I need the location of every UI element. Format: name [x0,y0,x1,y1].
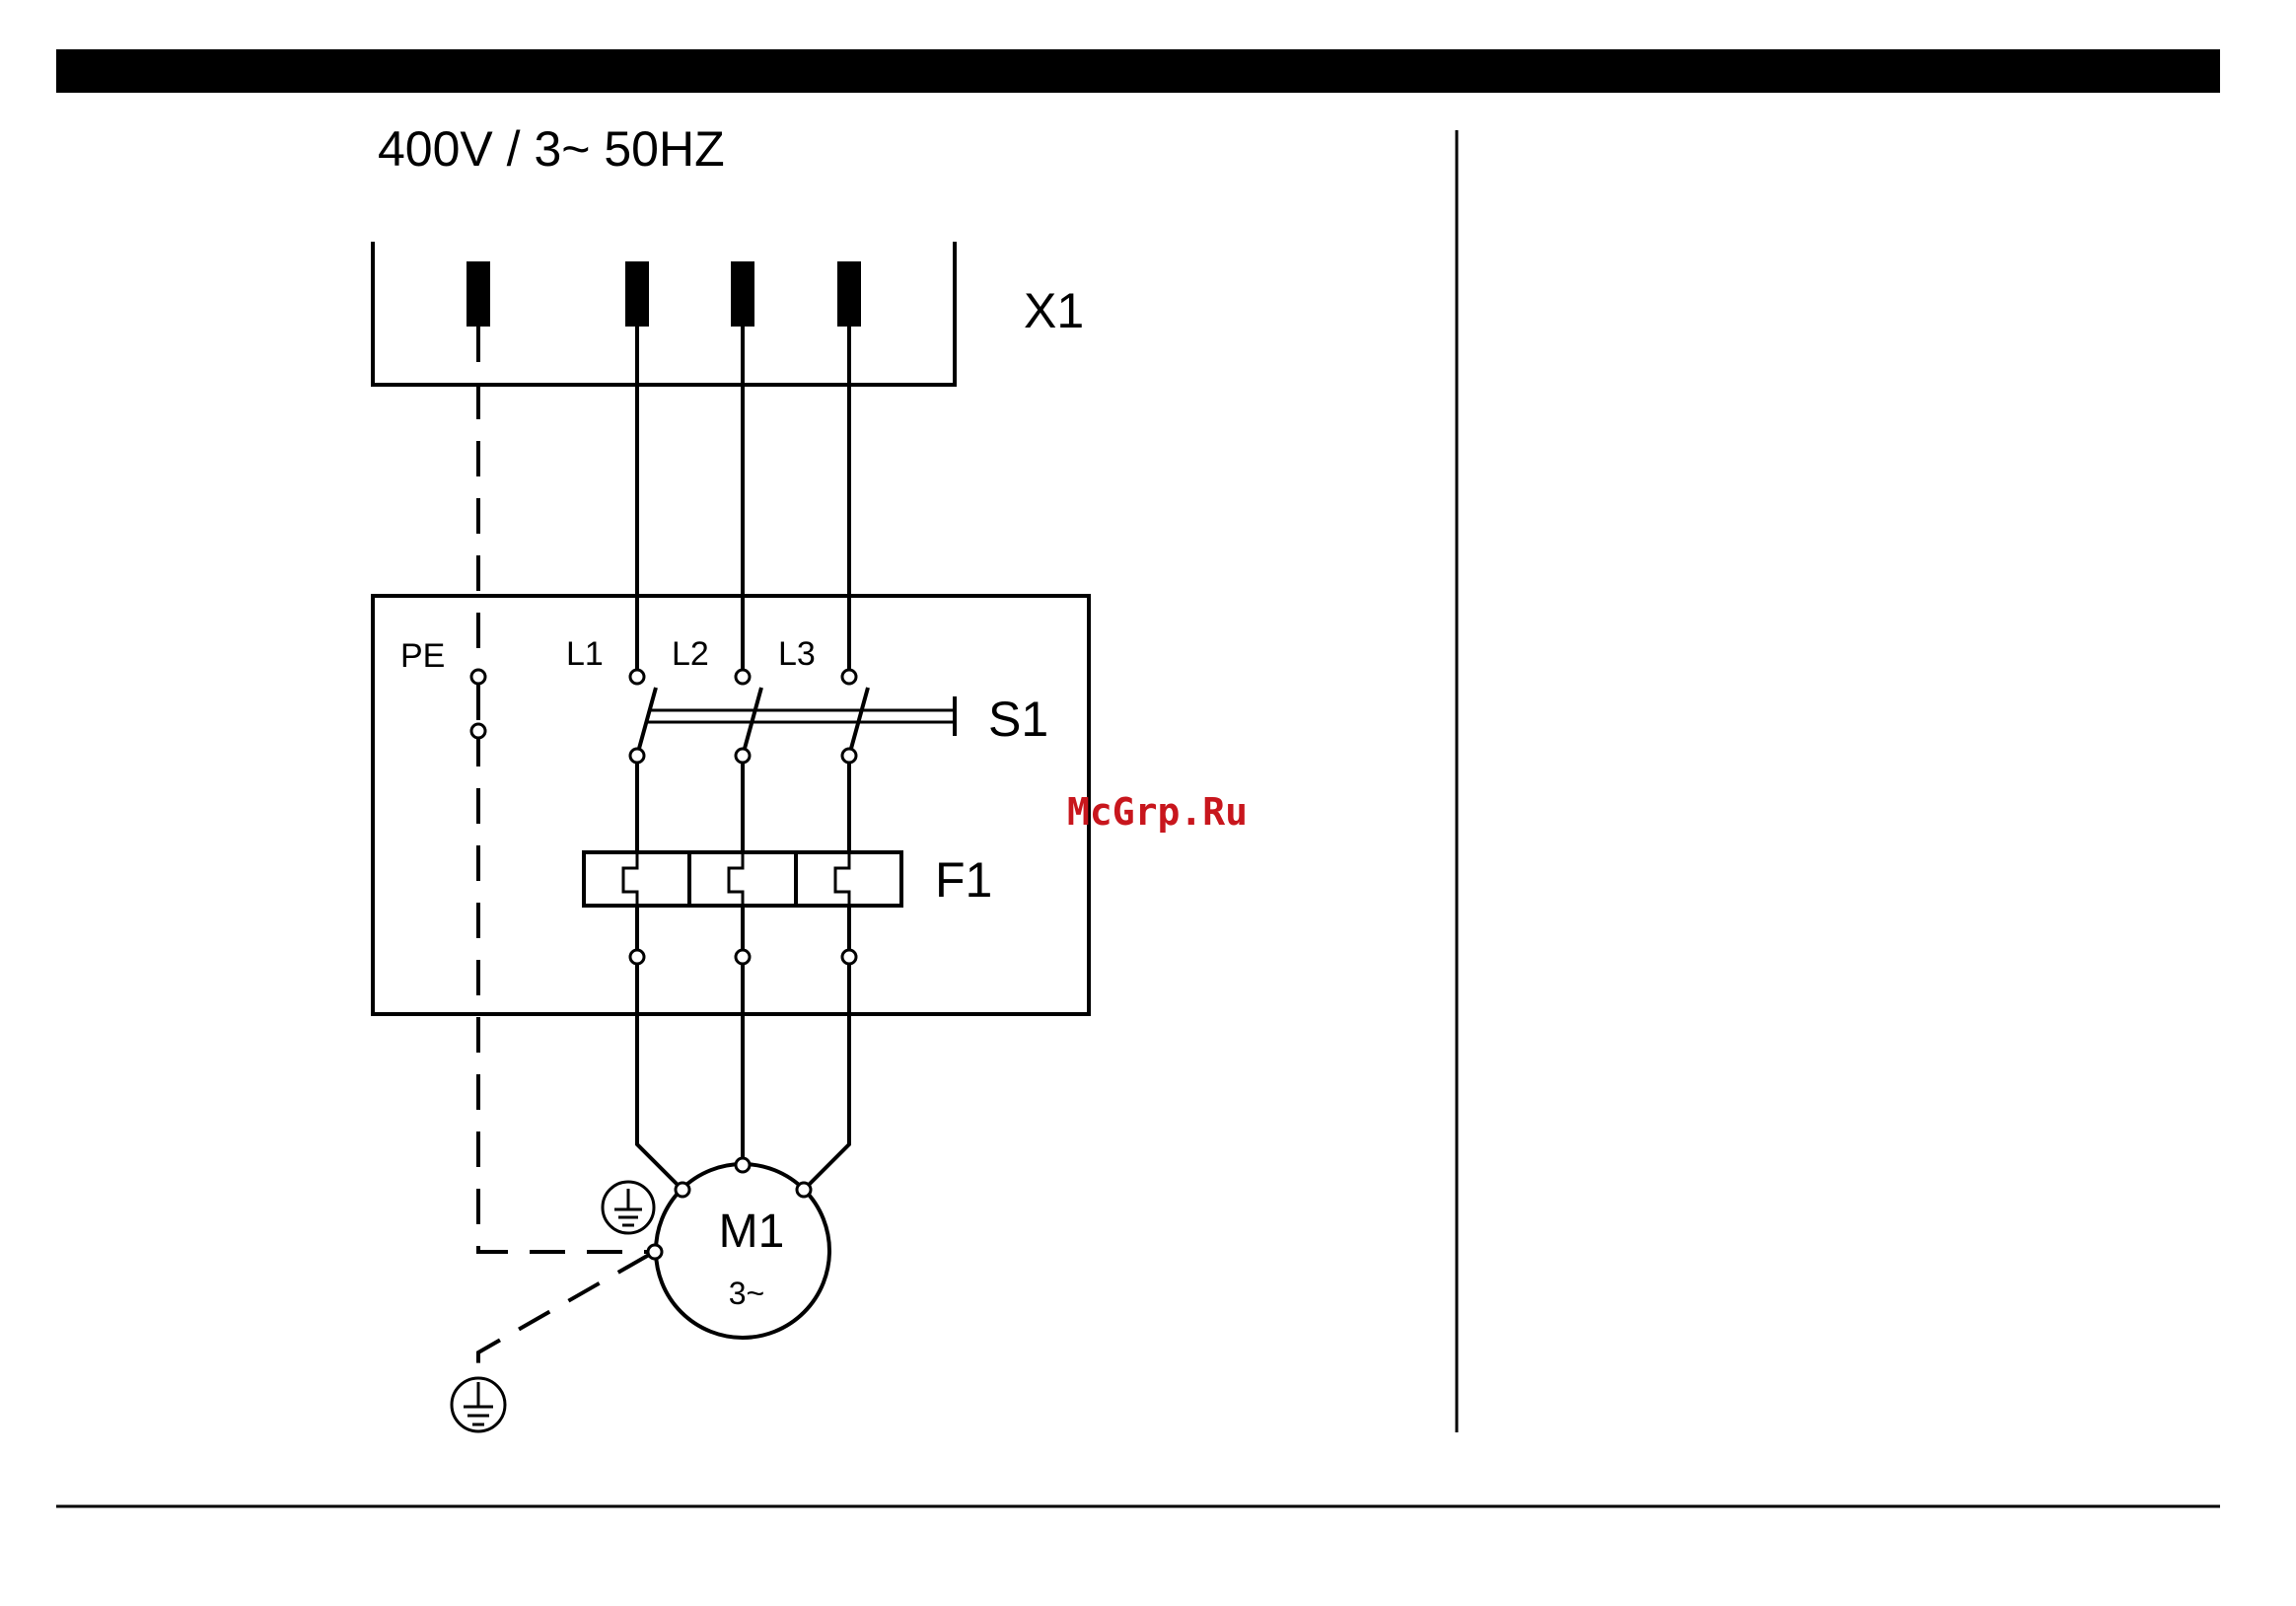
s1-terminal-l1-in [630,670,644,684]
supply-label: 400V / 3~ 50HZ [378,121,725,177]
motor-terminal-u [676,1183,689,1197]
overload-label: F1 [935,852,992,908]
s1-terminal-l3-in [842,670,856,684]
s1-terminal-l1-out [630,749,644,763]
l3-conductor-lower [804,906,849,1190]
header-bar [56,49,2220,93]
label-l1: L1 [566,635,604,673]
f1-terminal-l3-out [842,950,856,964]
pe-terminal-top [471,670,485,684]
terminal-pe [466,261,490,327]
motor-terminal-w [797,1183,811,1197]
s1-terminal-l3-out [842,749,856,763]
pe-terminal-bottom [471,724,485,738]
watermark: McGrp.Ru [1067,790,1248,834]
terminal-block-x1 [373,242,955,385]
motor-terminal-pe [648,1245,662,1259]
motor-terminal-v [736,1158,750,1172]
ground-symbol-icon [452,1378,505,1431]
motor-phase-label: 3~ [729,1276,764,1311]
terminal-block-label: X1 [1024,283,1084,338]
label-pe: PE [400,637,445,675]
switch-label: S1 [988,692,1048,747]
f1-element-l2 [729,852,743,906]
earth-conductor [478,1255,649,1377]
f1-element-l3 [835,852,849,906]
terminal-l1 [625,261,649,327]
terminal-l2 [731,261,754,327]
s1-terminal-l2-out [736,749,750,763]
terminal-l3 [837,261,861,327]
motor-label: M1 [719,1205,785,1258]
l1-conductor-lower [637,906,682,1190]
label-l3: L3 [778,635,816,673]
s1-terminal-l2-in [736,670,750,684]
f1-element-l1 [623,852,637,906]
label-l2: L2 [672,635,709,673]
f1-terminal-l1-out [630,950,644,964]
pe-conductor-lower [478,731,655,1252]
ground-symbol-icon [603,1182,654,1233]
f1-terminal-l2-out [736,950,750,964]
